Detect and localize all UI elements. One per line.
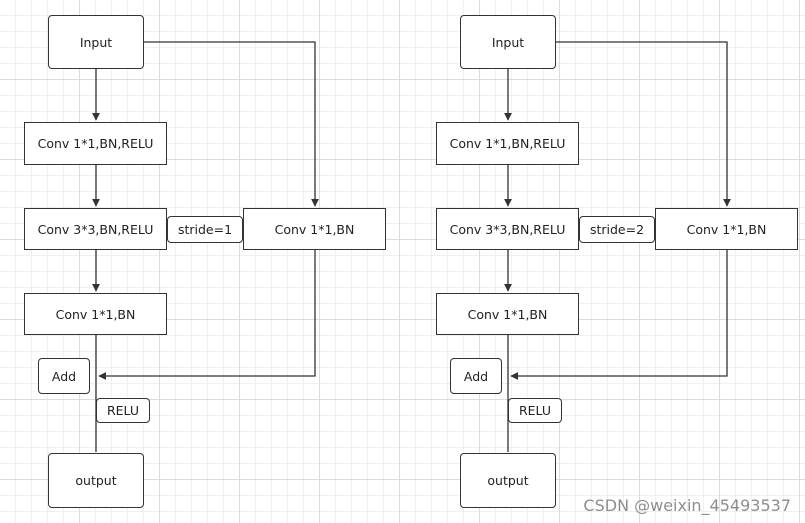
edge-shortcut-to-add <box>98 250 316 380</box>
stride-label: stride=1 <box>167 216 243 243</box>
shortcut-conv1x1-bn-node: Conv 1*1,BN <box>243 208 386 250</box>
output-node: output <box>48 453 144 508</box>
conv3x3-bn-relu-node: Conv 3*3,BN,RELU <box>24 208 167 250</box>
watermark-text: CSDN @weixin_45493537 <box>583 496 791 515</box>
output-node: output <box>460 453 556 508</box>
shortcut-conv1x1-bn-node: Conv 1*1,BN <box>655 208 798 250</box>
conv1x1-bn-node: Conv 1*1,BN <box>24 293 167 335</box>
relu-label: RELU <box>96 398 150 423</box>
stride-label: stride=2 <box>579 216 655 243</box>
input-node: Input <box>48 15 144 69</box>
conv1x1-bn-relu-node: Conv 1*1,BN,RELU <box>24 122 167 165</box>
conv1x1-bn-node: Conv 1*1,BN <box>436 293 579 335</box>
add-node: Add <box>450 358 502 394</box>
conv3x3-bn-relu-node: Conv 3*3,BN,RELU <box>436 208 579 250</box>
add-node: Add <box>38 358 90 394</box>
edge-input-to-shortcut <box>556 41 731 207</box>
edge-input-to-shortcut <box>144 41 319 207</box>
relu-label: RELU <box>508 398 562 423</box>
input-node: Input <box>460 15 556 69</box>
conv1x1-bn-relu-node: Conv 1*1,BN,RELU <box>436 122 579 165</box>
edge-shortcut-to-add <box>510 250 728 380</box>
